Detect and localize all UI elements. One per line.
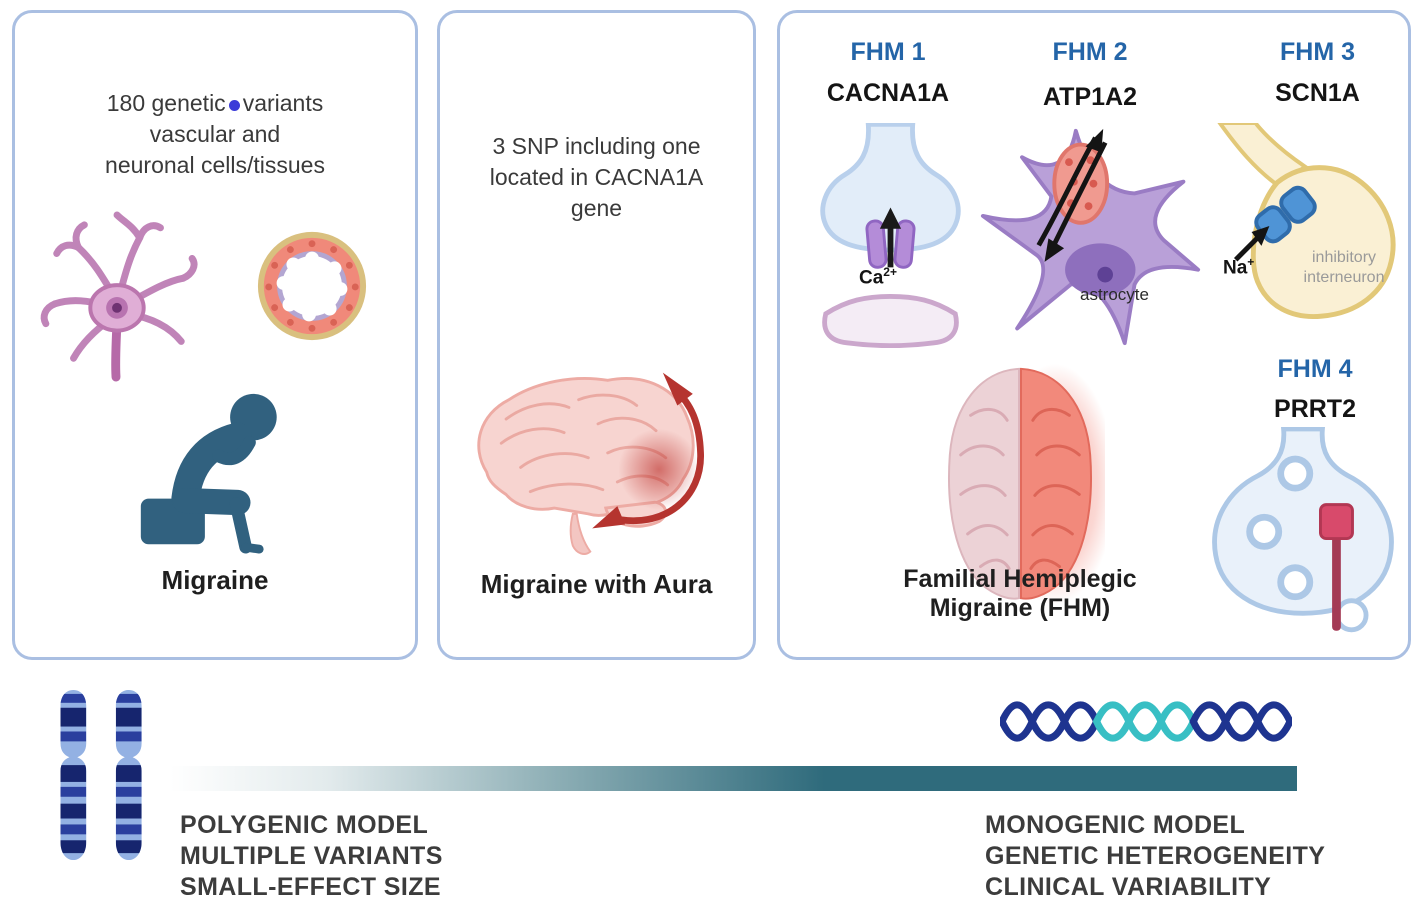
sodium-ion-label: Na+	[1223, 255, 1255, 279]
spectrum-gradient-bar	[170, 766, 1297, 791]
fhm3-label: FHM 3	[1280, 38, 1355, 66]
panel-caption-fhm: Familial Hemiplegic Migraine (FHM)	[903, 565, 1137, 622]
cells-tissues-text: vascular and neuronal cells/tissues	[105, 121, 325, 178]
fhm2-label: FHM 2	[1052, 38, 1128, 66]
chromosomes-icon	[60, 689, 142, 861]
calcium-ion-label: Ca2+	[859, 265, 897, 289]
person-head-in-hands-icon	[140, 393, 277, 554]
fhm3-gene: SCN1A	[1275, 79, 1360, 107]
dna-double-helix-icon	[1000, 701, 1292, 742]
snp-description-text: 3 SNP including one located in CACNA1A g…	[489, 133, 704, 221]
interneuron-label: inhibitory interneuron	[1303, 249, 1385, 286]
panel-caption-migraine-aura: Migraine with Aura	[480, 569, 713, 599]
monogenic-label: MONOGENIC MODEL GENETIC HETEROGENEITY CL…	[985, 811, 1326, 901]
blood-vessel-cross-section-icon	[257, 231, 367, 341]
synaptic-terminal-vesicles-icon	[1212, 427, 1394, 633]
variant-dot-icon	[228, 100, 240, 111]
interneuron-sodium-channel-icon	[1217, 123, 1396, 320]
panel-migraine-aura: 3 SNP including one located in CACNA1A g…	[437, 10, 756, 660]
fhm4-label: FHM 4	[1277, 355, 1353, 383]
panel-fhm: FHM 1 CACNA1A Ca2+ FHM 2 ATP1A2	[777, 10, 1411, 660]
fhm2-gene: ATP1A2	[1042, 83, 1137, 111]
astrocyte-pump-icon	[980, 128, 1201, 346]
brain-top-view-hemiplegic-icon	[948, 364, 1105, 606]
panel-caption-migraine: Migraine	[161, 565, 269, 595]
synapse-calcium-channel-icon	[820, 123, 961, 348]
polygenic-label: POLYGENIC MODEL MULTIPLE VARIANTS SMALL-…	[180, 811, 443, 901]
fhm1-label: FHM 1	[850, 38, 926, 66]
fhm1-gene: CACNA1A	[826, 79, 950, 107]
astrocyte-label: astrocyte	[1080, 285, 1149, 304]
brain-lateral-aura-arrows-icon	[477, 372, 704, 555]
fhm4-gene: PRRT2	[1274, 395, 1356, 423]
neuron-icon	[40, 211, 198, 382]
